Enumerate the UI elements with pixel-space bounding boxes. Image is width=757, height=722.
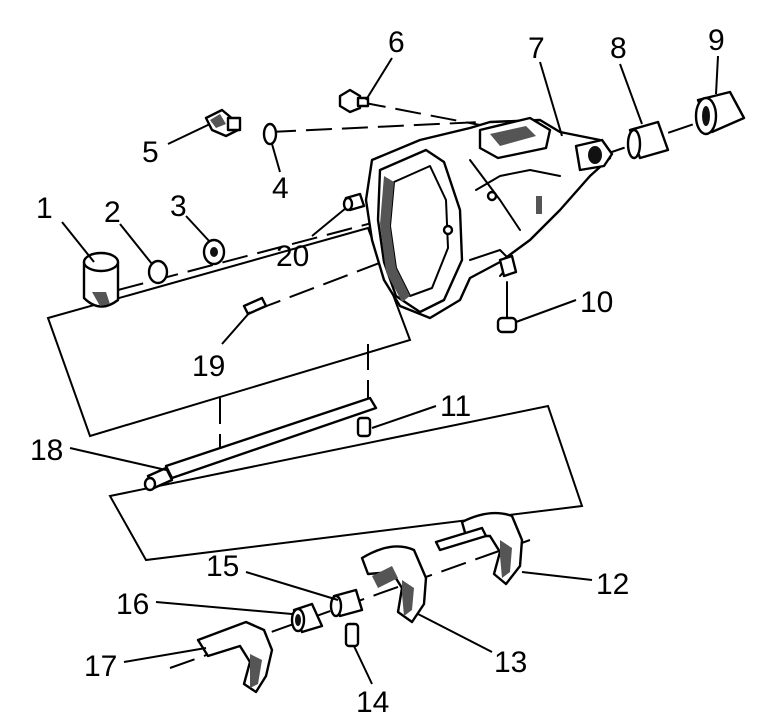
o-ring-part-2 bbox=[147, 259, 169, 285]
callout-4: 4 bbox=[272, 172, 289, 205]
seal-part-9 bbox=[694, 90, 746, 136]
shift-rail-part-18 bbox=[143, 396, 378, 492]
callout-1: 1 bbox=[36, 192, 53, 225]
leader-9 bbox=[715, 55, 719, 95]
cover-part-1 bbox=[82, 251, 120, 308]
bolt-part-6 bbox=[338, 88, 370, 114]
washer-part-4 bbox=[262, 122, 278, 146]
leader-19 bbox=[221, 311, 251, 345]
callout-10: 10 bbox=[580, 286, 613, 319]
shift-fork-part-12 bbox=[434, 511, 524, 586]
leader-15 bbox=[245, 571, 339, 601]
callout-14: 14 bbox=[356, 686, 389, 719]
leader-8 bbox=[619, 63, 643, 125]
axis-line-upper bbox=[269, 121, 481, 133]
callout-19: 19 bbox=[192, 350, 225, 383]
pin-part-14 bbox=[344, 622, 360, 648]
callout-11: 11 bbox=[440, 390, 471, 423]
plug-part-10 bbox=[496, 281, 518, 334]
upper-assembly-frame bbox=[46, 226, 412, 438]
leader-7 bbox=[539, 61, 563, 137]
plug-part-5 bbox=[204, 108, 242, 138]
bushing-part-8 bbox=[626, 120, 670, 160]
shift-fork-part-13 bbox=[360, 545, 428, 624]
leader-6 bbox=[365, 57, 393, 101]
leader-11 bbox=[371, 405, 437, 429]
seal-part-3 bbox=[202, 238, 226, 266]
callout-2: 2 bbox=[104, 196, 121, 229]
roll-pin-part-19 bbox=[242, 296, 268, 316]
shift-fork-part-17 bbox=[196, 620, 274, 694]
callout-6: 6 bbox=[388, 26, 405, 59]
bushing-part-20 bbox=[342, 192, 366, 212]
leader-4 bbox=[271, 143, 281, 173]
axis-line-bolt bbox=[359, 101, 481, 126]
callout-9: 9 bbox=[708, 24, 725, 57]
callout-17: 17 bbox=[84, 650, 117, 683]
leader-1 bbox=[61, 221, 95, 263]
callout-18: 18 bbox=[30, 434, 63, 467]
callout-15: 15 bbox=[206, 550, 239, 583]
leader-2 bbox=[119, 223, 153, 265]
callout-5: 5 bbox=[142, 136, 159, 169]
leader-18 bbox=[69, 447, 167, 471]
callout-7: 7 bbox=[528, 32, 545, 65]
leader-12 bbox=[521, 571, 593, 581]
leader-3 bbox=[185, 215, 211, 243]
callout-16: 16 bbox=[116, 588, 149, 621]
housing-part-7 bbox=[364, 116, 614, 320]
leader-16 bbox=[155, 601, 293, 615]
callout-12: 12 bbox=[596, 568, 629, 601]
pin-part-11 bbox=[356, 416, 372, 438]
callout-3: 3 bbox=[170, 190, 187, 223]
bushing-part-16 bbox=[290, 602, 324, 634]
leader-17 bbox=[123, 647, 207, 663]
callout-13: 13 bbox=[494, 646, 527, 679]
collar-part-15 bbox=[329, 588, 364, 618]
leader-10 bbox=[515, 299, 577, 323]
callout-8: 8 bbox=[610, 32, 627, 65]
leader-13 bbox=[417, 613, 493, 653]
callout-20: 20 bbox=[276, 240, 309, 273]
leader-14 bbox=[353, 645, 373, 685]
leader-5 bbox=[167, 123, 211, 145]
leader-20 bbox=[311, 207, 347, 237]
lower-assembly-frame bbox=[108, 404, 584, 562]
